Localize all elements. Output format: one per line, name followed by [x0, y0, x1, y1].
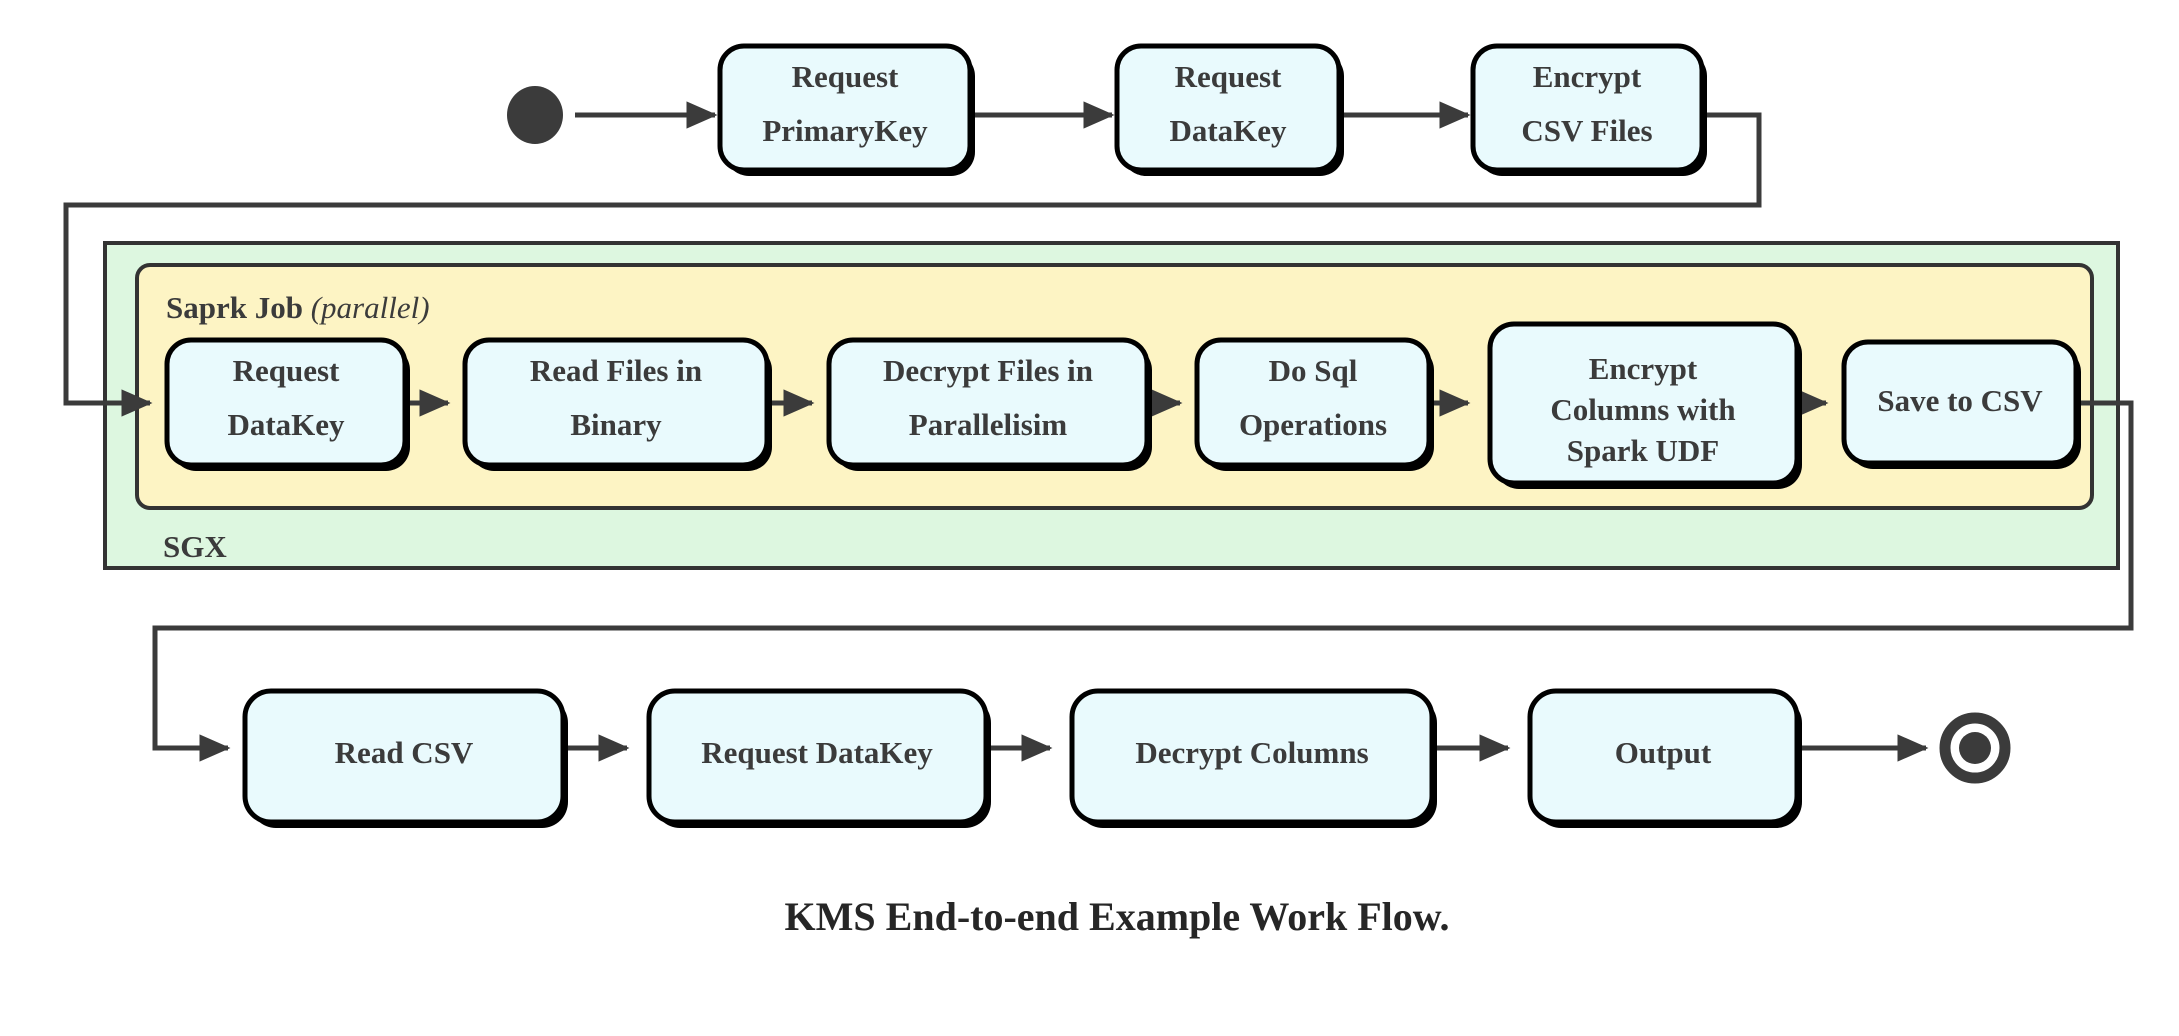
node-decrypt-files-in-parallelisim[interactable]: Decrypt Files in Parallelisim [826, 337, 1152, 471]
node-encrypt-columns-line2: Columns with [1550, 392, 1735, 427]
node-read-csv[interactable]: Read CSV [242, 688, 568, 828]
node-encrypt-columns-with-spark-udf[interactable]: Encrypt Columns with Spark UDF [1487, 321, 1802, 489]
node-output-label: Output [1615, 735, 1712, 770]
node-save-to-csv-line1: Save to CSV [1877, 383, 2043, 418]
node-read-files-in-binary-line2: Binary [570, 407, 662, 442]
node-do-sql-line2: Operations [1239, 407, 1387, 442]
spark-job-container-label: Saprk Job (parallel) [166, 290, 430, 325]
node-encrypt-csv-files[interactable]: Encrypt CSV Files [1470, 43, 1707, 176]
node-request-datakey-top-line2: DataKey [1169, 113, 1287, 148]
node-request-datakey-bottom[interactable]: Request DataKey [646, 688, 991, 828]
edge-encrypt-csv-to-spark-datakey [63, 112, 1762, 417]
node-do-sql-line1: Do Sql [1269, 353, 1358, 388]
node-decrypt-columns-label: Decrypt Columns [1135, 735, 1368, 770]
node-request-primarykey-line1: Request [792, 59, 899, 94]
node-do-sql-operations[interactable]: Do Sql Operations [1194, 337, 1434, 471]
node-save-to-csv[interactable]: Save to CSV [1841, 339, 2081, 469]
start-node [507, 86, 563, 144]
node-read-files-in-binary-line1: Read Files in [530, 353, 702, 388]
figure-caption: KMS End-to-end Example Work Flow. [785, 894, 1450, 939]
sgx-container-label: SGX [163, 529, 227, 564]
node-request-datakey-bottom-label: Request DataKey [701, 735, 933, 770]
node-request-datakey-top[interactable]: Request DataKey [1114, 43, 1344, 176]
node-read-files-in-binary[interactable]: Read Files in Binary [462, 337, 772, 471]
node-request-datakey-spark-line1: Request [233, 353, 340, 388]
node-request-datakey-spark-line2: DataKey [227, 407, 345, 442]
spark-label-bold: Saprk Job [166, 290, 303, 325]
node-request-datakey-top-line1: Request [1175, 59, 1282, 94]
node-read-csv-label: Read CSV [335, 735, 474, 770]
node-encrypt-csv-files-line1: Encrypt [1533, 59, 1642, 94]
node-decrypt-columns[interactable]: Decrypt Columns [1069, 688, 1437, 828]
node-output[interactable]: Output [1527, 688, 1802, 828]
node-encrypt-csv-files-line2: CSV Files [1521, 113, 1652, 148]
node-request-datakey-spark[interactable]: Request DataKey [164, 337, 410, 471]
node-request-primarykey[interactable]: Request PrimaryKey [717, 43, 975, 176]
node-decrypt-files-line1: Decrypt Files in [883, 353, 1093, 388]
node-encrypt-columns-line3: Spark UDF [1567, 433, 1719, 468]
edge-save-csv-to-read-csv [152, 400, 2134, 762]
end-node [1939, 712, 2011, 784]
node-encrypt-columns-line1: Encrypt [1589, 351, 1698, 386]
node-decrypt-files-line2: Parallelisim [909, 407, 1068, 442]
spark-label-italic: (parallel) [311, 290, 430, 325]
node-request-primarykey-line2: PrimaryKey [762, 113, 928, 148]
